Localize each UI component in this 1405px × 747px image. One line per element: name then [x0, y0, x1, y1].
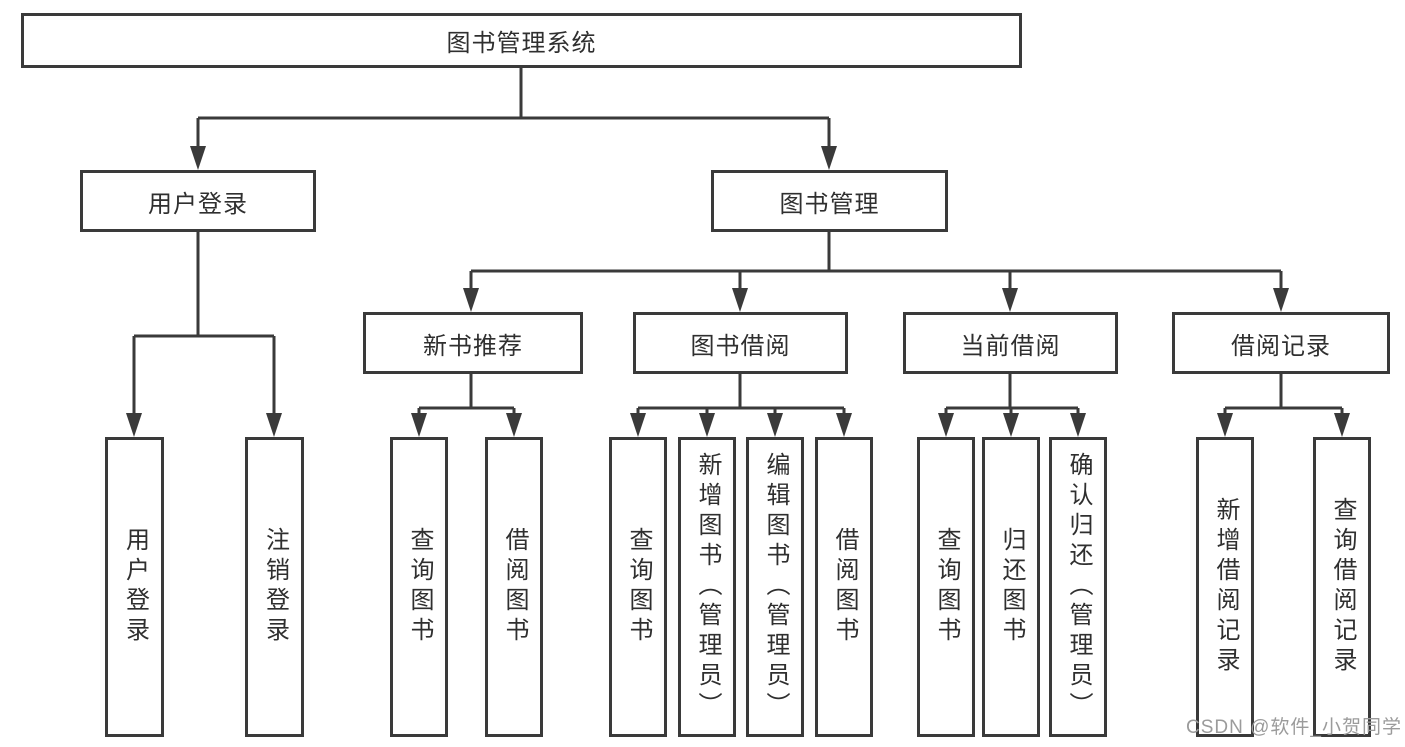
leaf-query-books-borrowing: 查询图书	[609, 437, 667, 737]
node-book-management-label: 图书管理	[779, 190, 880, 218]
arrowhead-to-query-books-borrowing	[630, 413, 646, 437]
node-book-borrowing: 图书借阅	[633, 312, 848, 374]
node-book-borrowing-label: 图书借阅	[690, 332, 791, 360]
leaf-return-books: 归还图书	[982, 437, 1040, 737]
leaf-borrow-books-recommend: 借阅图书	[485, 437, 543, 737]
leaf-query-books-recommend: 查询图书	[390, 437, 448, 737]
arrowhead-to-add-borrow-record	[1217, 413, 1233, 437]
leaf-logout: 注销登录	[245, 437, 304, 737]
arrowhead-to-edit-book-admin	[767, 413, 783, 437]
arrowhead-to-borrow-books-borrowing	[836, 413, 852, 437]
leaf-logout-label: 注销登录	[261, 527, 289, 647]
arrowhead-to-user-login	[190, 146, 206, 170]
arrowhead-to-query-books-current	[938, 413, 954, 437]
node-book-management: 图书管理	[711, 170, 948, 232]
arrowhead-to-leaf-logout	[266, 413, 282, 437]
node-current-borrowing: 当前借阅	[903, 312, 1118, 374]
arrowhead-to-new-book-recommend	[463, 288, 479, 312]
leaf-add-book-admin: 新增图书（管理员）	[678, 437, 736, 737]
arrowhead-to-borrow-books-recommend	[506, 413, 522, 437]
connector-book-borrowing-split	[636, 374, 846, 427]
connector-borrowing-records-split	[1223, 374, 1344, 427]
arrowhead-to-add-book-admin	[699, 413, 715, 437]
leaf-query-borrow-record: 查询借阅记录	[1313, 437, 1371, 737]
arrowhead-to-leaf-user-login	[126, 413, 142, 437]
leaf-edit-book-admin: 编辑图书（管理员）	[746, 437, 804, 737]
leaf-query-books-current: 查询图书	[917, 437, 975, 737]
leaf-user-login: 用户登录	[105, 437, 164, 737]
leaf-add-borrow-record-label: 新增借阅记录	[1212, 497, 1239, 677]
leaf-add-book-admin-label: 新增图书（管理员）	[694, 452, 721, 722]
arrowhead-to-book-management	[821, 146, 837, 170]
arrowhead-to-confirm-return-admin	[1070, 413, 1086, 437]
connector-user-login-split	[132, 232, 276, 427]
leaf-return-books-label: 归还图书	[998, 527, 1025, 647]
node-borrowing-records-label: 借阅记录	[1231, 332, 1331, 360]
leaf-user-login-label: 用户登录	[121, 527, 149, 647]
leaf-confirm-return-admin: 确认归还（管理员）	[1049, 437, 1107, 737]
leaf-edit-book-admin-label: 编辑图书（管理员）	[762, 452, 789, 722]
connector-new-book-recommend-split	[417, 374, 516, 427]
node-library-system-label: 图书管理系统	[446, 30, 597, 57]
leaf-borrow-books-borrowing: 借阅图书	[815, 437, 873, 737]
node-user-login-label: 用户登录	[148, 190, 248, 218]
node-new-book-recommend-label: 新书推荐	[423, 332, 523, 360]
leaf-borrow-books-recommend-label: 借阅图书	[501, 527, 528, 647]
node-borrowing-records: 借阅记录	[1172, 312, 1390, 374]
leaf-borrow-books-borrowing-label: 借阅图书	[831, 527, 858, 647]
leaf-confirm-return-admin-label: 确认归还（管理员）	[1065, 452, 1092, 722]
connector-book-management-split	[469, 232, 1283, 302]
csdn-watermark: CSDN @软件_小贺同学	[1186, 717, 1402, 738]
leaf-query-borrow-record-label: 查询借阅记录	[1329, 497, 1356, 677]
connector-root-split	[196, 68, 831, 160]
leaf-query-books-current-label: 查询图书	[933, 527, 960, 647]
node-new-book-recommend: 新书推荐	[363, 312, 583, 374]
node-library-system: 图书管理系统	[21, 13, 1022, 68]
arrowhead-to-current-borrowing	[1002, 288, 1018, 312]
arrowhead-to-book-borrowing	[732, 288, 748, 312]
arrowhead-to-query-books-recommend	[411, 413, 427, 437]
leaf-add-borrow-record: 新增借阅记录	[1196, 437, 1254, 737]
arrowhead-to-return-books	[1003, 413, 1019, 437]
node-current-borrowing-label: 当前借阅	[960, 332, 1061, 360]
arrowhead-to-borrowing-records	[1273, 288, 1289, 312]
arrowhead-to-query-borrow-record	[1334, 413, 1350, 437]
leaf-query-books-recommend-label: 查询图书	[406, 527, 433, 647]
leaf-query-books-borrowing-label: 查询图书	[625, 527, 652, 647]
node-user-login: 用户登录	[80, 170, 316, 232]
